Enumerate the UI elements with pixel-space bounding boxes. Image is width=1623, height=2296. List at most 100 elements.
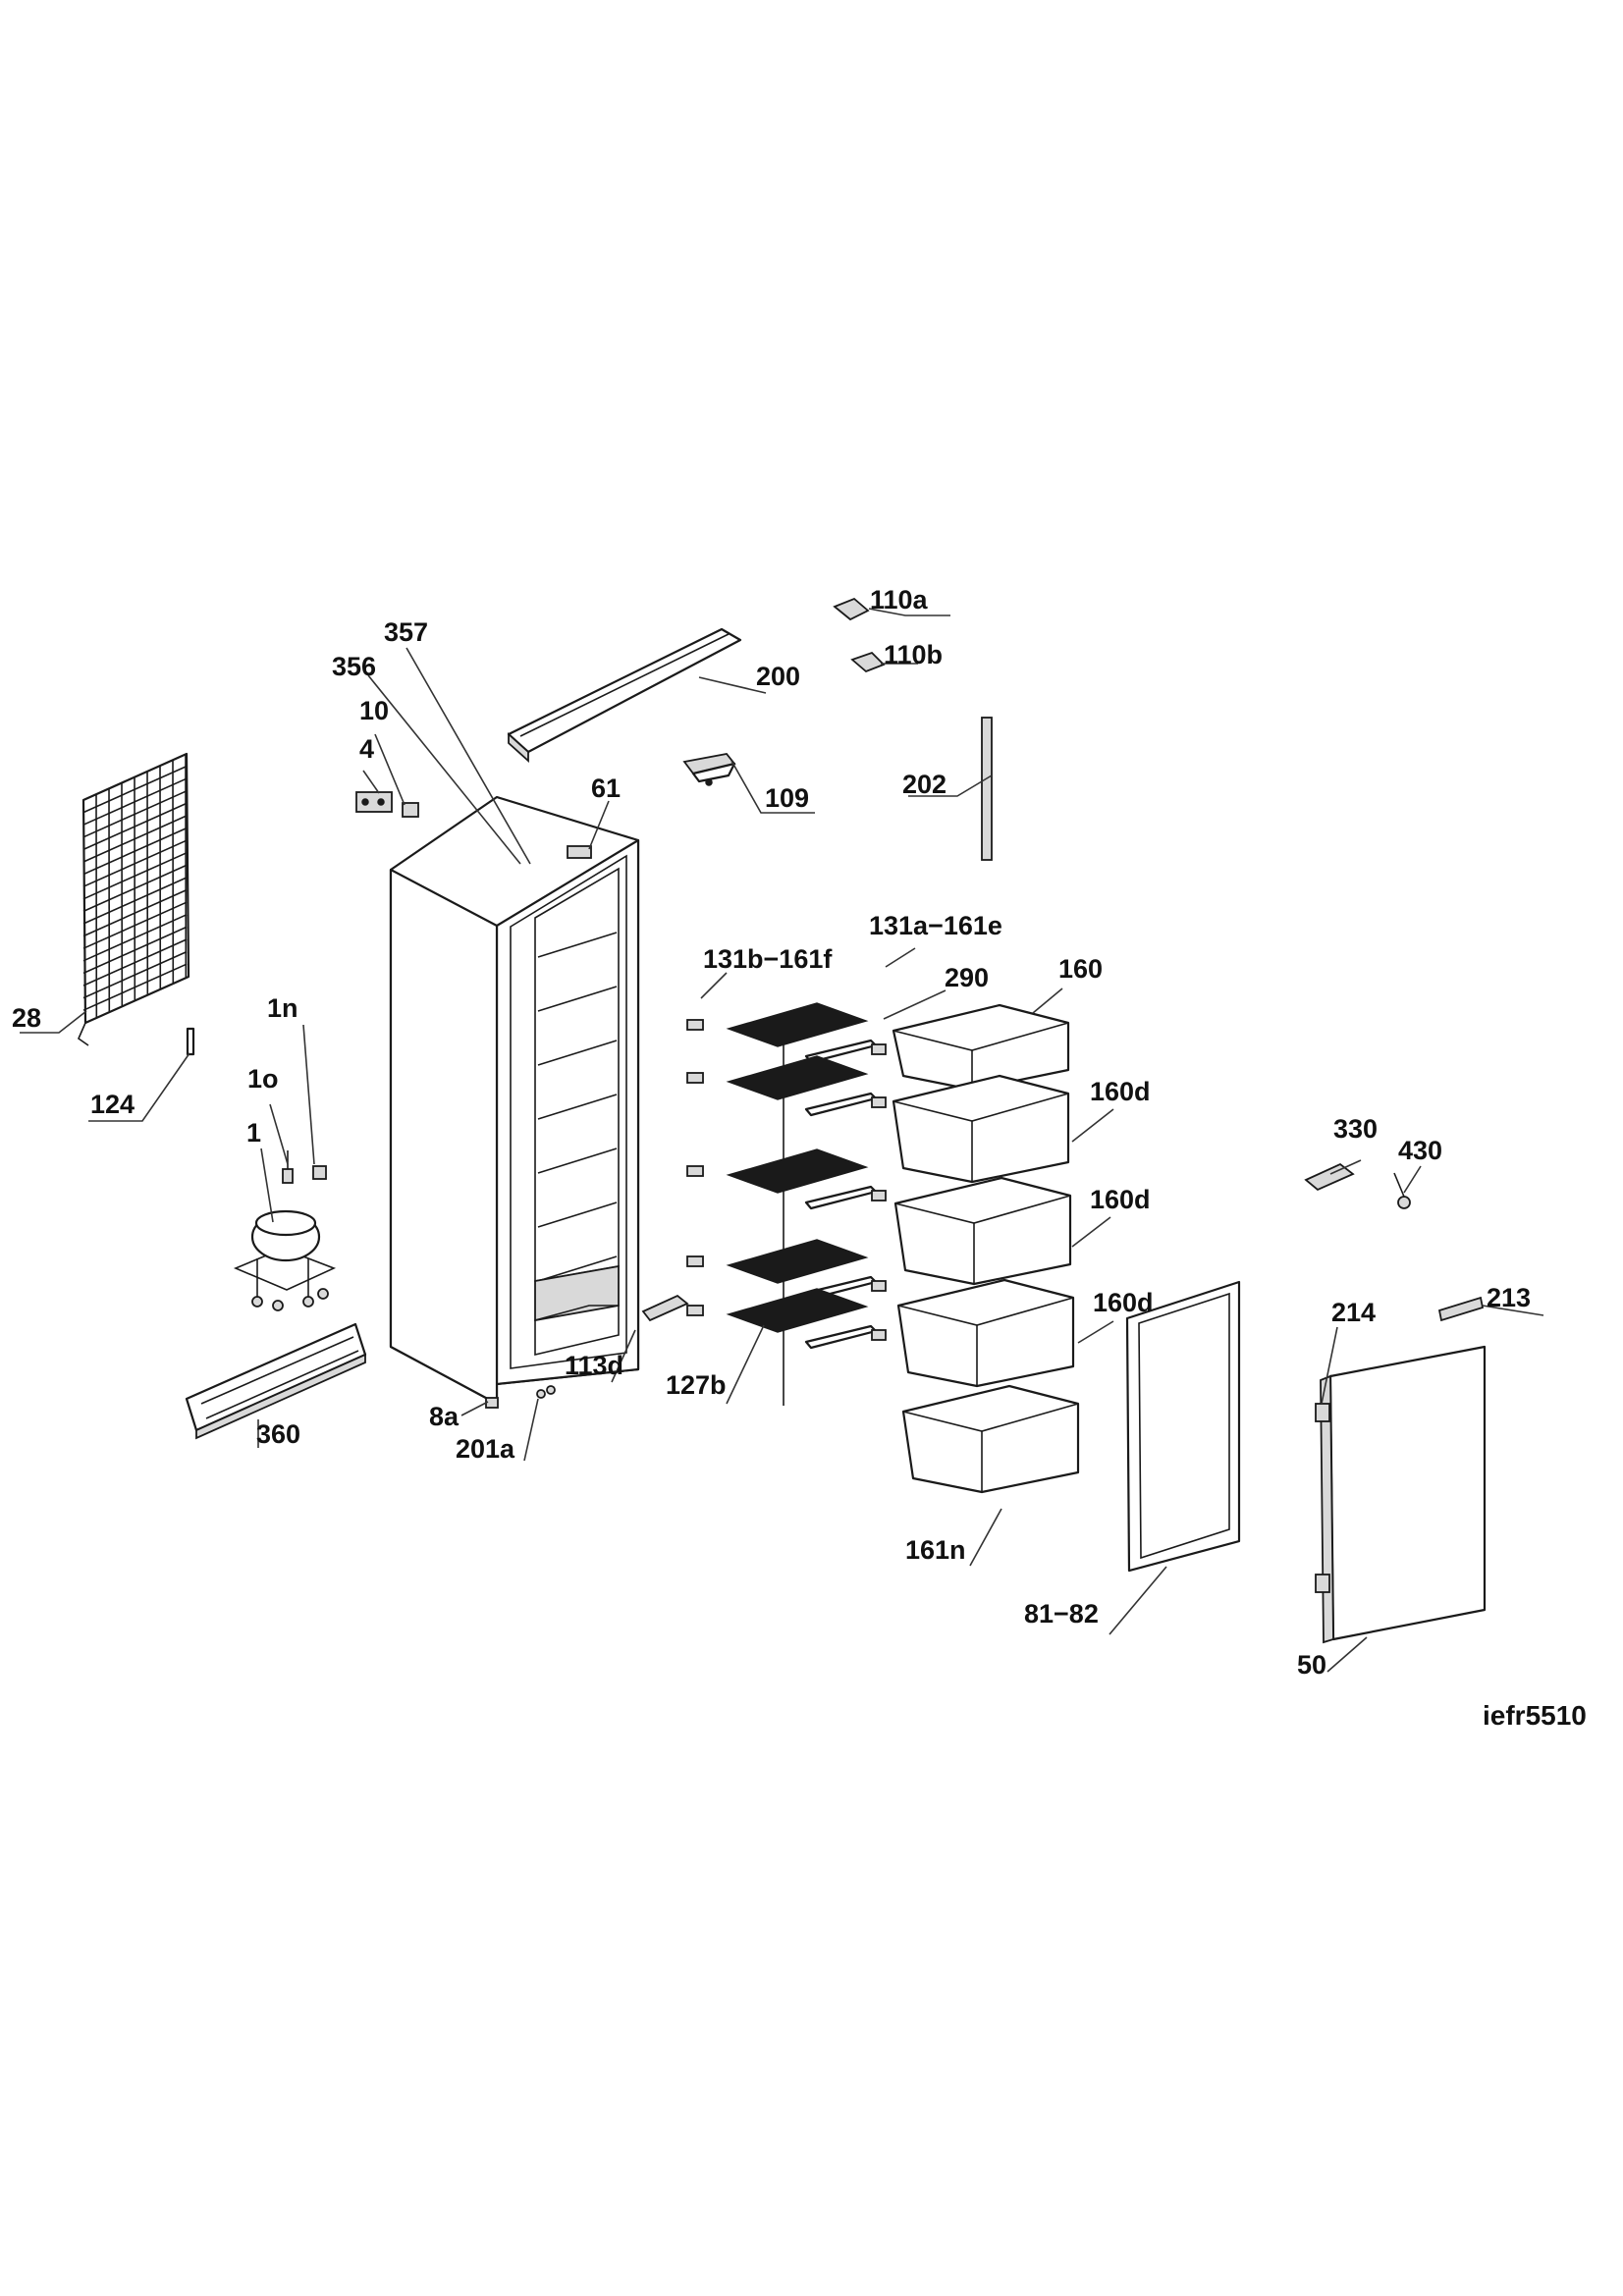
- condenser-tube: [82, 938, 188, 987]
- callout-127b: 127b: [666, 1370, 727, 1400]
- shelf-rail: [804, 1324, 878, 1350]
- condenser-tube: [82, 765, 188, 814]
- cabinet-shelf-line: [537, 1094, 618, 1120]
- part-124-tube: [186, 1027, 195, 1056]
- callout-50: 50: [1297, 1650, 1326, 1680]
- condenser-tube: [82, 864, 188, 913]
- drawer-body: [901, 1384, 1080, 1494]
- callout-110b: 110b: [884, 640, 943, 669]
- shelf-clip: [871, 1043, 887, 1055]
- part-50-door: [1315, 1345, 1487, 1644]
- part-160-drawers: [892, 1003, 1080, 1494]
- callout-124: 124: [90, 1090, 135, 1119]
- callout-1: 1: [246, 1118, 261, 1148]
- shelf-clip: [871, 1329, 887, 1341]
- part-110b-clip: [850, 651, 886, 673]
- shelf-clip: [686, 1072, 704, 1084]
- callout-201a: 201a: [456, 1434, 515, 1464]
- shelf-rail: [804, 1185, 878, 1210]
- cabinet-shelf-line: [537, 1040, 618, 1066]
- part-360-base-plate: [185, 1322, 367, 1440]
- part-28-condenser: [78, 752, 190, 1046]
- shelf-clip: [686, 1019, 704, 1031]
- condenser-tube: [82, 790, 188, 838]
- shelf-clip: [871, 1096, 887, 1108]
- callout-109: 109: [765, 783, 809, 813]
- condenser-tube: [82, 914, 188, 962]
- callout-161n: 161n: [905, 1535, 966, 1565]
- part-1o-overload: [282, 1150, 294, 1184]
- drawer-body: [892, 1074, 1070, 1184]
- callout-113d: 113d: [565, 1351, 623, 1380]
- condenser-tube: [82, 839, 188, 887]
- shelf-rail: [804, 1092, 878, 1117]
- part-109-bracket: [682, 753, 736, 786]
- condenser-tube: [82, 802, 188, 851]
- shelf-clip: [686, 1255, 704, 1267]
- part-201a-screw: [536, 1385, 556, 1399]
- part-1-compressor: [233, 1209, 337, 1311]
- part-127b-wire-shelves: [686, 1002, 887, 1350]
- cabinet-shelf-line: [537, 986, 618, 1012]
- part-4-thermostat: [355, 791, 393, 813]
- callout-214: 214: [1331, 1298, 1376, 1327]
- callout-4: 4: [359, 734, 374, 764]
- callout-131b-161f: 131b−161f: [703, 944, 833, 974]
- callout-160d-middle: 160d: [1090, 1185, 1151, 1214]
- condenser-tube: [82, 827, 188, 876]
- condenser-tube: [82, 901, 188, 949]
- part-200-top-strip: [507, 627, 742, 764]
- condenser-tube: [82, 950, 188, 999]
- condenser-tube: [82, 926, 188, 975]
- cabinet-shelf-line: [537, 1201, 618, 1228]
- drawer-body: [896, 1278, 1075, 1388]
- part-cabinet: [389, 795, 640, 1406]
- wire-shelf: [726, 1148, 869, 1194]
- shelf-clip: [871, 1280, 887, 1292]
- condenser-tube: [82, 815, 188, 863]
- callout-28: 28: [12, 1003, 41, 1033]
- shelf-clip: [686, 1165, 704, 1177]
- cabinet-shelf-line: [537, 932, 618, 958]
- callout-81-82: 81−82: [1024, 1599, 1099, 1629]
- shelf-clip: [686, 1305, 704, 1316]
- condenser-tube: [82, 963, 188, 1011]
- part-110a-clip: [833, 597, 870, 621]
- callout-61: 61: [591, 774, 621, 803]
- condenser-tube: [82, 852, 188, 900]
- callout-357: 357: [384, 617, 428, 647]
- wire-shelf: [726, 1002, 869, 1047]
- condenser-tube: [82, 877, 188, 925]
- shelf-clip: [871, 1190, 887, 1201]
- callout-202: 202: [902, 770, 947, 799]
- drawer-body: [893, 1176, 1072, 1286]
- part-213-handle: [1437, 1296, 1485, 1322]
- part-202-vertical-strip: [981, 717, 993, 861]
- part-81-82-door-gasket: [1125, 1280, 1241, 1573]
- callout-110a: 110a: [870, 585, 929, 614]
- part-1n-relay: [312, 1165, 327, 1180]
- wire-shelf: [726, 1239, 869, 1284]
- callout-160d-top: 160d: [1090, 1077, 1151, 1106]
- wire-shelf: [726, 1288, 869, 1333]
- callout-213: 213: [1487, 1283, 1531, 1312]
- condenser-tube: [82, 888, 188, 937]
- callout-160d-bottom: 160d: [1093, 1288, 1154, 1317]
- part-430-key: [1393, 1172, 1411, 1209]
- model-code: iefr5510: [1483, 1700, 1587, 1731]
- callout-1o: 1o: [247, 1064, 279, 1094]
- callout-131a-161e: 131a−161e: [869, 911, 1002, 940]
- callout-10: 10: [359, 696, 389, 725]
- callout-1n: 1n: [267, 993, 298, 1023]
- callout-330: 330: [1333, 1114, 1378, 1144]
- condenser-tube: [82, 777, 188, 826]
- part-330-ice-tray: [1304, 1162, 1355, 1192]
- callout-labels: 110a 110b 357 356 200 10 4 109 202 61 13…: [12, 585, 1531, 1680]
- callout-8a: 8a: [429, 1402, 460, 1431]
- leader-lines: [20, 608, 1544, 1673]
- wire-shelf: [726, 1055, 869, 1100]
- callout-160: 160: [1058, 954, 1103, 984]
- callout-200: 200: [756, 662, 800, 691]
